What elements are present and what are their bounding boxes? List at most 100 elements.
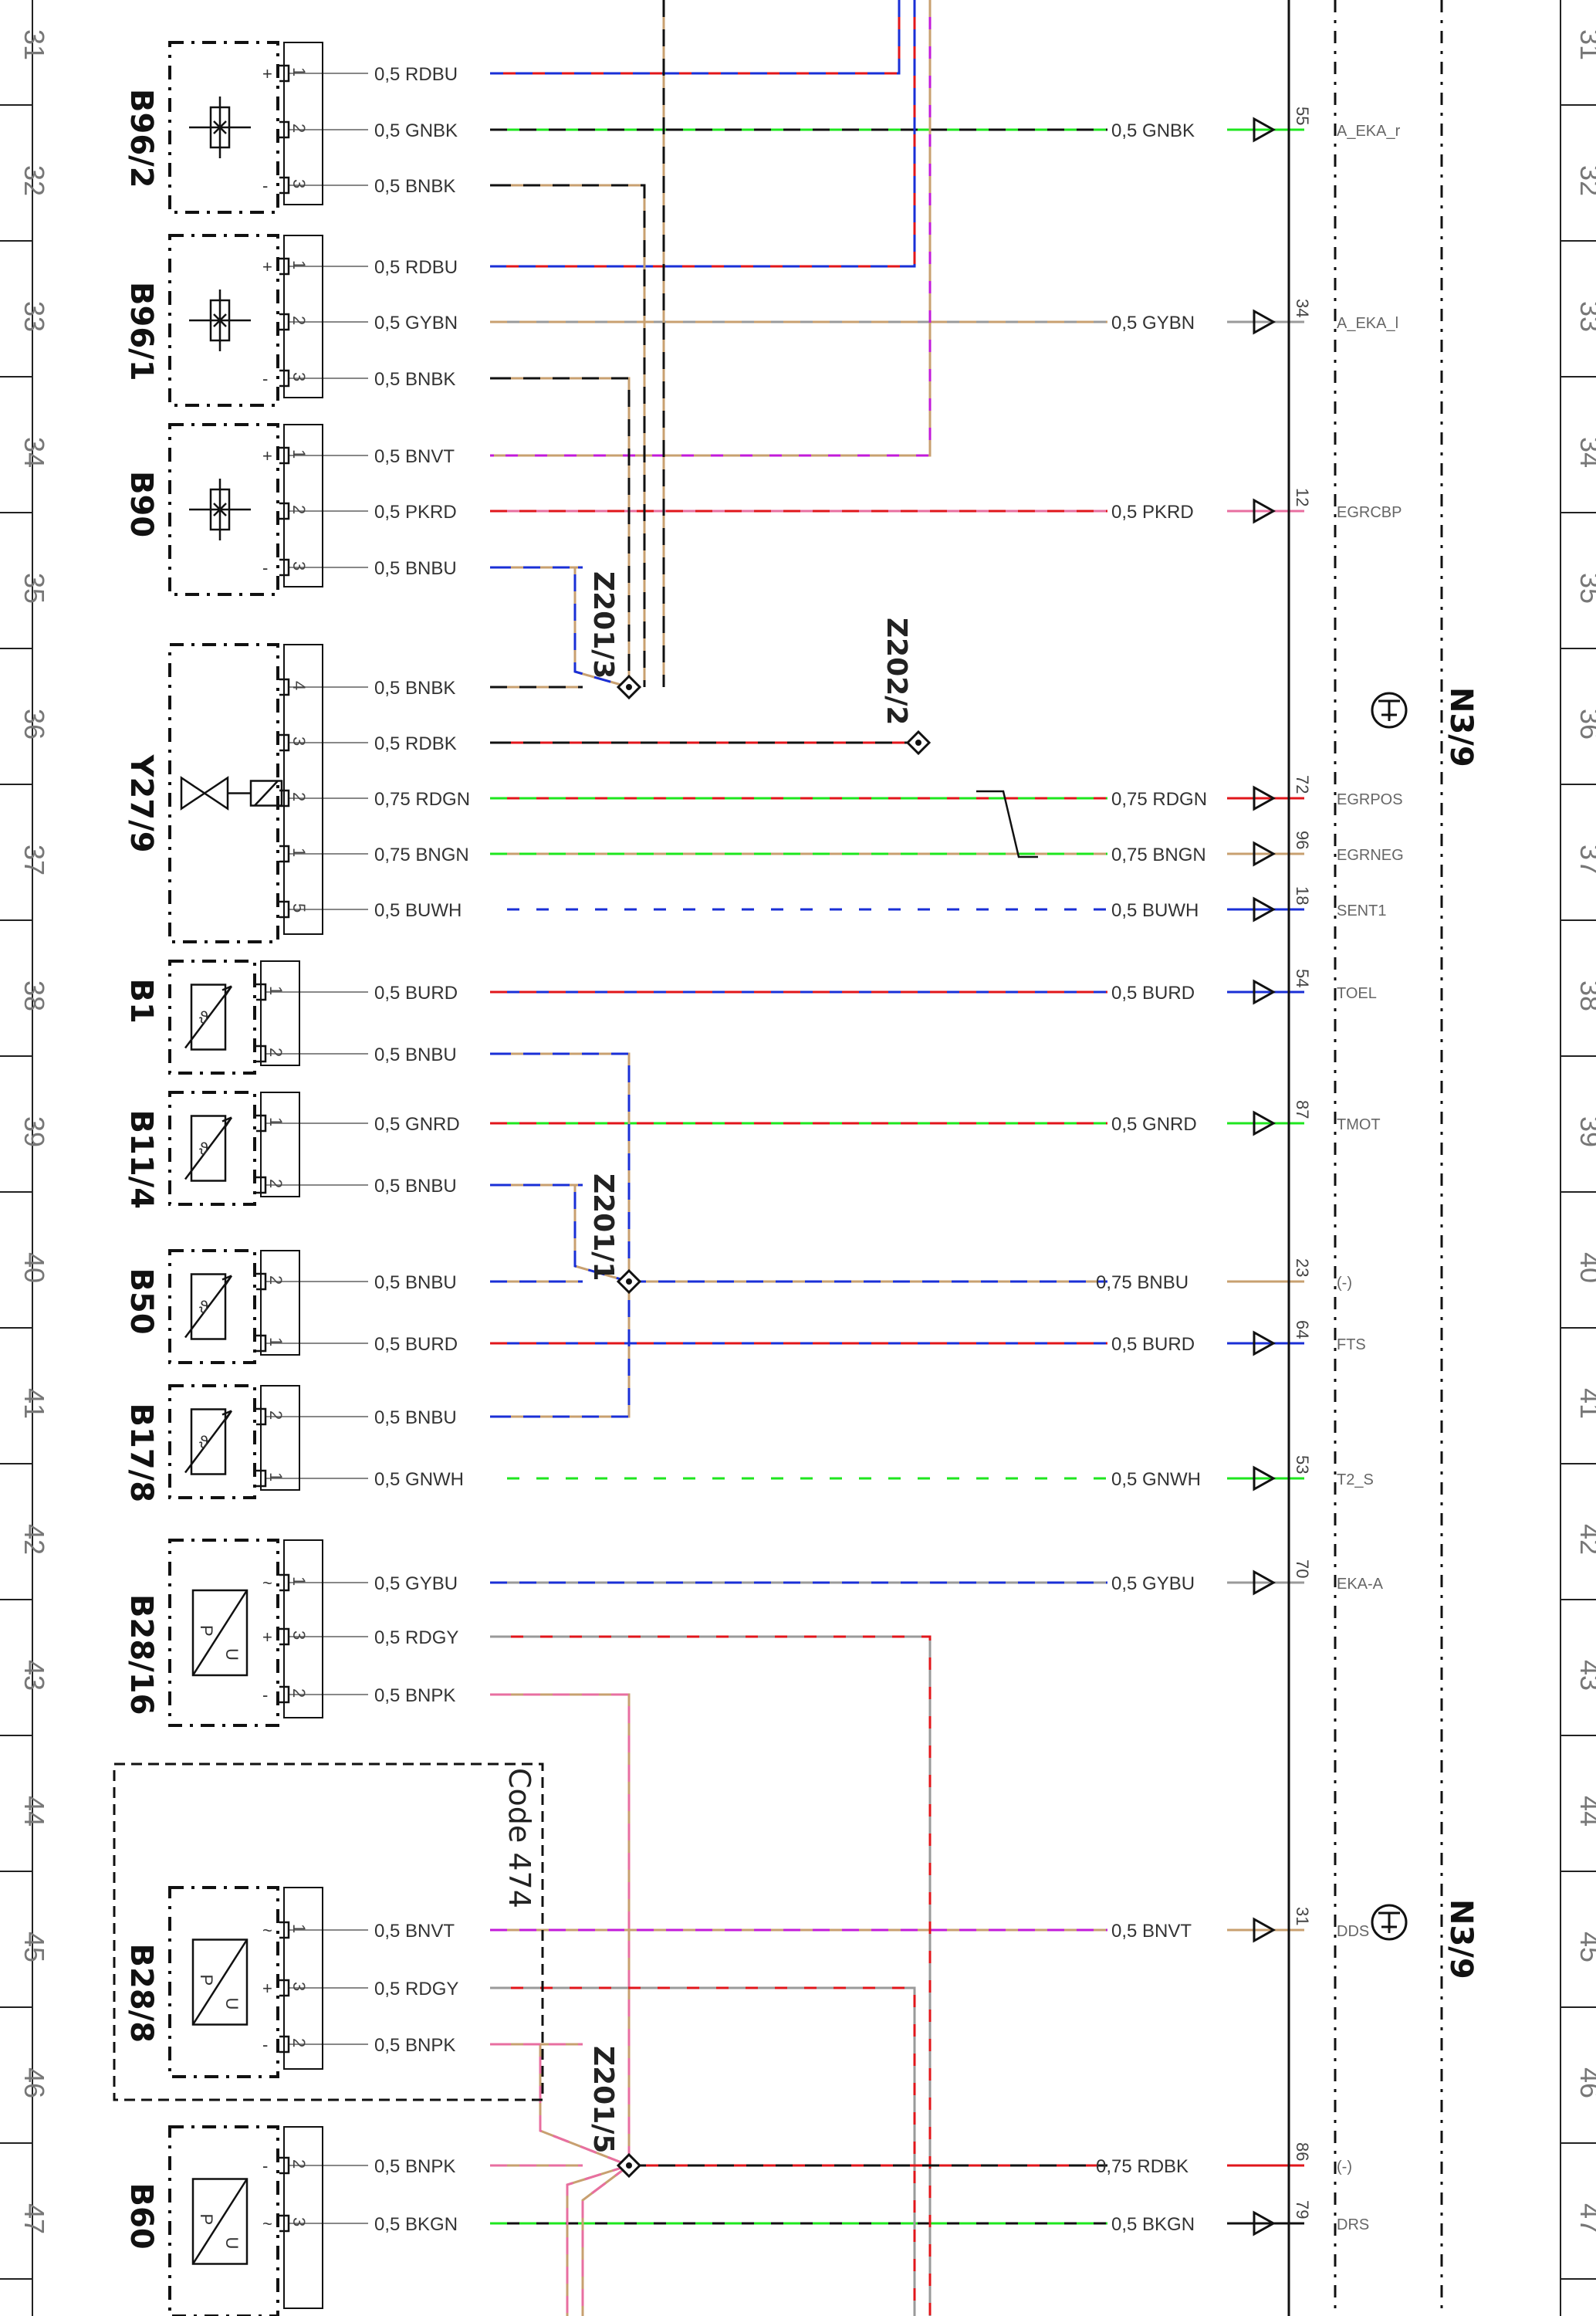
thermistor-arrow xyxy=(184,985,233,1049)
therm-icon: ϑ xyxy=(184,1408,233,1475)
pin-sign: + xyxy=(262,446,272,466)
wire-label: 0,5 BNPK xyxy=(374,1685,455,1706)
wire-label: 0,5 BNVT xyxy=(374,1921,455,1942)
module-signal: (-) xyxy=(1337,1275,1352,1292)
pin-number: 1 xyxy=(266,986,286,995)
pin-socket xyxy=(279,64,290,83)
pin-socket xyxy=(279,678,290,696)
component-box-B90 xyxy=(168,423,279,596)
pin-number: 3 xyxy=(289,561,309,571)
junction-label: Z201/5 xyxy=(587,2046,619,2153)
wire-label: 0,5 BNBU xyxy=(374,1176,457,1197)
arrow-icon xyxy=(1253,1917,1276,1943)
arrow-icon xyxy=(1253,1110,1276,1136)
sheet-ref-left: 42 xyxy=(19,1524,50,1555)
module-signal: A_EKA_r xyxy=(1337,123,1401,140)
wire-label: 0,5 BNBK xyxy=(374,678,455,699)
trunk-rdgy-b2816 xyxy=(494,1635,932,2316)
arrow-icon xyxy=(1253,1465,1276,1492)
junction-dot xyxy=(626,1278,632,1285)
pin-socket xyxy=(279,257,290,276)
pin-socket xyxy=(279,369,290,388)
valve-triangles xyxy=(180,776,251,811)
pin-socket xyxy=(279,733,290,752)
transistor-circle xyxy=(1371,692,1408,729)
pin-socket xyxy=(279,2156,290,2175)
wire-label-end: 0,75 RDGN xyxy=(1111,789,1207,810)
sheet-ref-left: 33 xyxy=(19,301,50,332)
pin-socket xyxy=(279,558,290,577)
wire-label-end: 0,5 BURD xyxy=(1111,1334,1195,1355)
component-box-B28-8 xyxy=(168,1886,279,2078)
pin-socket xyxy=(279,789,290,808)
module-wire-label: 0,75 RDBK xyxy=(1096,2156,1189,2177)
wire-label: 0,5 GYBU xyxy=(374,1573,458,1594)
pin-number: 1 xyxy=(289,260,309,269)
trunk-bnbu-b114-stripe xyxy=(494,1183,630,1283)
module-label: N3/9 xyxy=(1443,1899,1479,1979)
module-pin: 23 xyxy=(1293,1258,1312,1277)
wire-label: 0,5 PKRD xyxy=(374,502,457,523)
sheet-ref-left: 47 xyxy=(19,2203,50,2234)
wire-label: 0,5 RDGY xyxy=(374,1979,458,1999)
therm-icon: ϑ xyxy=(184,1115,233,1182)
component-box-B60 xyxy=(168,2125,279,2316)
resistor-cross xyxy=(189,290,251,351)
module-signal: (-) xyxy=(1337,2159,1352,2175)
module-pin: 70 xyxy=(1293,1559,1312,1578)
pin-socket xyxy=(279,176,290,195)
module-pin: 55 xyxy=(1293,107,1312,125)
connector-strip xyxy=(260,1092,300,1197)
sheet-ref-right: 32 xyxy=(1574,165,1596,196)
module-signal: EKA-A xyxy=(1337,1576,1384,1593)
component-box-B96-2 xyxy=(168,41,279,214)
sheet-ref-right: 44 xyxy=(1574,1796,1596,1827)
sheet-ref-right: 37 xyxy=(1574,845,1596,875)
wire-label: 0,5 GNWH xyxy=(374,1469,464,1490)
wire-label-end: 0,5 BKGN xyxy=(1111,2214,1195,2235)
pin-socket xyxy=(256,1469,267,1488)
pin-socket xyxy=(279,845,290,863)
sheet-ref-right: 36 xyxy=(1574,709,1596,740)
sheet-ref-left: 43 xyxy=(19,1660,50,1691)
wire-label: 0,5 BURD xyxy=(374,1334,458,1355)
pin-number: 2 xyxy=(289,124,309,133)
pin-sign: ~ xyxy=(262,2214,272,2233)
module-signal: A_EKA_l xyxy=(1337,315,1398,332)
sheet-ref-left: 40 xyxy=(19,1252,50,1283)
wire-label-end: 0,5 BUWH xyxy=(1111,900,1199,921)
sheet-ref-left: 31 xyxy=(19,29,50,60)
trunk-bnbk-2-stripe xyxy=(494,377,631,687)
sheet-ref-right: 38 xyxy=(1574,980,1596,1011)
thermistor-body xyxy=(190,1408,227,1475)
pin-number: 4 xyxy=(289,681,309,690)
wire-label: 0,5 BUWH xyxy=(374,900,462,921)
wire-label: 0,5 BNPK xyxy=(374,2156,455,2177)
sheet-ref-right: 42 xyxy=(1574,1524,1596,1555)
arrow-icon xyxy=(1253,498,1276,524)
pu-body xyxy=(191,2178,249,2265)
pu-diagonal xyxy=(191,1590,249,1676)
thermistor-arrow xyxy=(184,1116,233,1180)
arrow-icon xyxy=(1253,896,1276,923)
trunk-bnbu-b1-stripe xyxy=(494,1052,631,1282)
wire-label-end: 0,5 GNRD xyxy=(1111,1114,1197,1135)
sheet-ref-left: 34 xyxy=(19,437,50,468)
module-pin: 86 xyxy=(1293,2142,1312,2161)
trunk-rdbu-2 xyxy=(494,0,916,268)
res-icon xyxy=(189,290,251,351)
component-id: B17/8 xyxy=(123,1403,159,1503)
valve-coil xyxy=(249,780,283,807)
pin-number: 3 xyxy=(289,2217,309,2226)
module-pin: 96 xyxy=(1293,831,1312,849)
module-pin: 64 xyxy=(1293,1320,1312,1339)
wire-label-end: 0,75 BNGN xyxy=(1111,845,1206,865)
module-signal: DDS xyxy=(1337,1923,1369,1940)
wire-label: 0,5 BNBU xyxy=(374,1045,457,1065)
pin-number: 3 xyxy=(289,1630,309,1640)
connector-strip xyxy=(283,2126,323,2309)
sheet-ref-left: 39 xyxy=(19,1116,50,1147)
pin-number: 2 xyxy=(289,2159,309,2169)
